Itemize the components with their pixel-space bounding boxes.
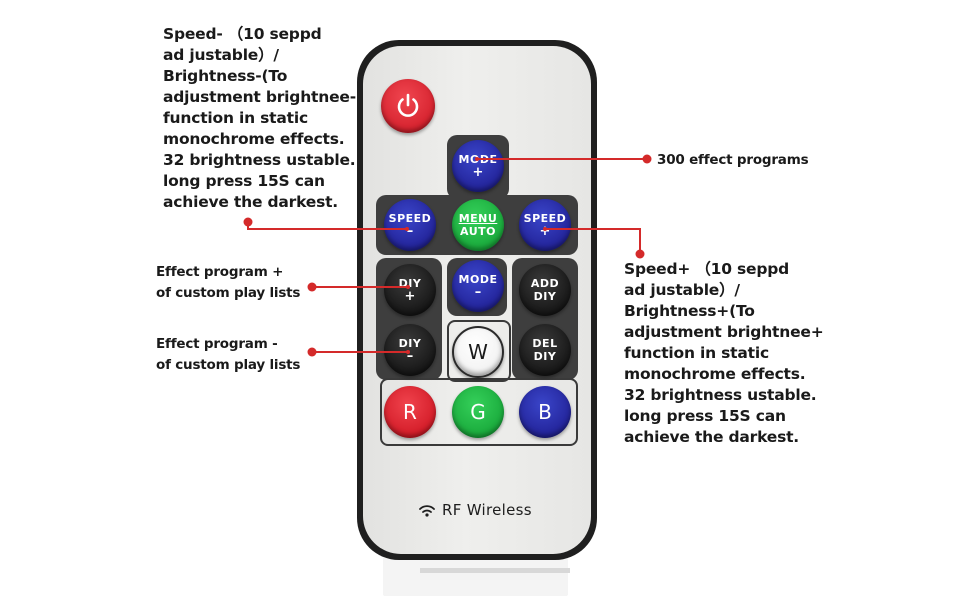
callout-anchor-diy-plus <box>406 285 410 289</box>
annotation-effect-programs: 300 effect programs <box>657 152 809 168</box>
callout-anchor-speed-plus <box>543 227 547 231</box>
mode-minus-button[interactable]: MODE – <box>452 260 504 312</box>
white-button[interactable]: W <box>452 326 504 378</box>
del-diy-label-2: DIY <box>533 350 557 363</box>
red-button[interactable]: R <box>384 386 436 438</box>
callout-line-speed-minus <box>247 222 407 230</box>
callout-dot-speed-minus <box>243 217 253 227</box>
diy-plus-sign: + <box>404 288 416 304</box>
mode-minus-label: MODE <box>458 272 498 286</box>
callout-dot-effects <box>642 154 652 164</box>
add-diy-label-2: DIY <box>533 290 557 303</box>
annotation-diy-plus: Effect program + of custom play lists <box>156 264 301 301</box>
callout-anchor-speed-minus <box>405 227 409 231</box>
callout-anchor-diy-minus <box>406 350 410 354</box>
white-button-label: W <box>468 340 488 364</box>
diy-minus-label: DIY <box>398 336 422 350</box>
speed-minus-sign: – <box>406 223 414 239</box>
rf-wireless-label: RF Wireless <box>418 499 532 521</box>
rf-wireless-text: RF Wireless <box>442 501 532 519</box>
annotation-speed-minus: Speed- （10 seppd ad justable）/ Brightnes… <box>163 25 356 211</box>
callout-dot-diy-minus <box>307 347 317 357</box>
diy-minus-button[interactable]: DIY – <box>384 324 436 376</box>
blue-button[interactable]: B <box>519 386 571 438</box>
wireless-signal-icon <box>419 505 435 517</box>
speed-plus-button[interactable]: SPEED + <box>519 199 571 251</box>
speed-plus-label: SPEED <box>523 211 567 225</box>
del-diy-label-1: DEL <box>532 337 558 350</box>
annotation-speed-plus: Speed+ （10 seppd ad justable）/ Brightnes… <box>624 260 824 446</box>
callout-dot-speed-plus <box>635 249 645 259</box>
callout-line-speed-plus <box>545 228 641 254</box>
del-diy-button[interactable]: DEL DIY <box>519 324 571 376</box>
mode-plus-sign: + <box>472 164 484 180</box>
remote-base-stripe <box>420 568 570 573</box>
blue-button-label: B <box>538 400 552 424</box>
w-button-frame <box>447 320 511 382</box>
auto-label: AUTO <box>460 225 496 238</box>
red-button-label: R <box>403 400 417 424</box>
green-button-label: G <box>470 400 486 424</box>
power-button[interactable] <box>381 79 435 133</box>
speed-minus-label: SPEED <box>388 211 432 225</box>
remote-base-stand <box>383 556 568 596</box>
menu-auto-button[interactable]: MENU AUTO <box>452 199 504 251</box>
speed-minus-button[interactable]: SPEED – <box>384 199 436 251</box>
diy-minus-sign: – <box>406 348 414 364</box>
callout-anchor-effects <box>475 157 479 161</box>
annotation-diy-minus: Effect program - of custom play lists <box>156 336 301 373</box>
green-button[interactable]: G <box>452 386 504 438</box>
add-diy-button[interactable]: ADD DIY <box>519 264 571 316</box>
add-diy-label-1: ADD <box>530 277 560 290</box>
rgb-button-frame <box>380 378 578 446</box>
mode-minus-sign: – <box>474 284 482 300</box>
power-icon <box>397 93 419 117</box>
menu-label: MENU <box>458 212 498 225</box>
callout-dot-diy-plus <box>307 282 317 292</box>
